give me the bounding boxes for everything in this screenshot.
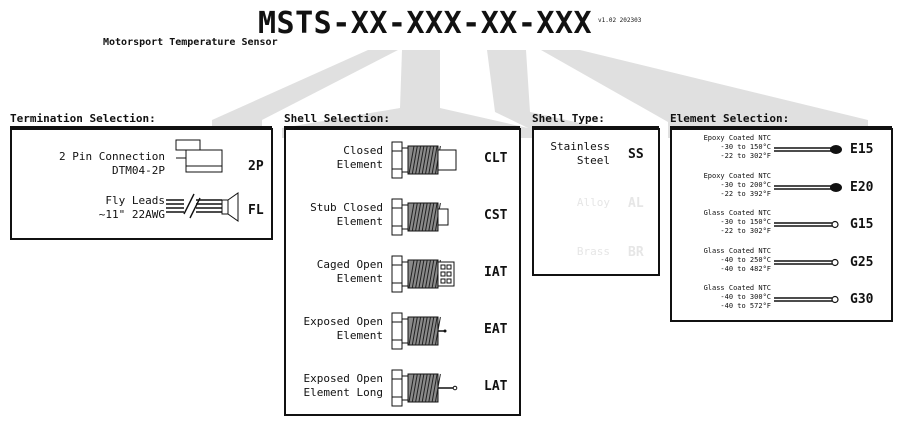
shell-type-panel: Stainless Steel SS Alloy AL Brass BR xyxy=(532,128,660,276)
version-label: v1.02 202303 xyxy=(598,17,642,24)
fan-element xyxy=(541,50,868,138)
shell-type-br-label: Brass xyxy=(576,245,610,258)
shell-option-line1: Caged Open xyxy=(316,258,383,271)
element-code-g25[interactable]: G25 xyxy=(850,254,874,270)
glass-probe-icon xyxy=(774,220,839,229)
element-option-label: Epoxy Coated NTC-30 to 150°C-22 to 302°F xyxy=(704,134,771,161)
element-code-g30[interactable]: G30 xyxy=(850,292,874,307)
shell-option-line2: Element xyxy=(336,158,383,171)
termination-option-fl-label: Fly Leads ~11" 22AWG xyxy=(99,194,165,222)
shell-caged-icon xyxy=(391,255,455,293)
termination-fl-line1: Fly Leads xyxy=(105,194,165,207)
shell-option-line1: Exposed Open xyxy=(303,372,383,385)
shell-option-line2: Element xyxy=(336,215,383,228)
element-option-label: Glass Coated NTC-40 to 250°C-40 to 482°F xyxy=(704,247,771,274)
element-option-line1: Epoxy Coated NTC xyxy=(703,134,771,142)
shell-option-line2: Element xyxy=(336,329,383,342)
shell-type-ss-label: Stainless Steel xyxy=(550,140,610,168)
element-option-label: Epoxy Coated NTC-30 to 200°C-22 to 392°F xyxy=(704,172,771,199)
element-code-g15[interactable]: G15 xyxy=(850,217,874,232)
element-option-line3: -22 to 302°F xyxy=(720,227,771,235)
element-option-label: Glass Coated NTC-30 to 150°C-22 to 302°F xyxy=(704,209,771,236)
shell-closed-icon xyxy=(391,141,457,179)
epoxy-probe-icon xyxy=(774,145,842,154)
shell-type-ss-line2: Steel xyxy=(576,154,610,167)
element-option-line1: Glass Coated NTC xyxy=(703,246,771,255)
element-option-line2: -40 to 250°C xyxy=(720,255,771,264)
element-option-line2: -40 to 300°C xyxy=(720,293,771,301)
element-code-e20[interactable]: E20 xyxy=(850,179,874,195)
shell-option-line2: Element Long xyxy=(303,386,383,399)
element-code-e15[interactable]: E15 xyxy=(850,142,874,157)
epoxy-probe-icon xyxy=(774,182,842,192)
termination-2p-line1: 2 Pin Connection xyxy=(59,150,165,163)
termination-option-2p-label: 2 Pin Connection DTM04-2P xyxy=(59,150,165,178)
shell-option-line1: Stub Closed xyxy=(310,201,383,214)
shell-type-underline xyxy=(532,126,659,128)
connector-2pin-icon xyxy=(175,139,223,173)
shell-underline xyxy=(284,126,520,128)
shell-code-eat[interactable]: EAT xyxy=(484,322,508,337)
termination-code-fl[interactable]: FL xyxy=(248,203,264,218)
fan-shell-type xyxy=(487,50,612,138)
shell-code-clt[interactable]: CLT xyxy=(484,151,508,166)
shell-type-code-al: AL xyxy=(628,196,644,211)
shell-option-line2: Element xyxy=(336,272,383,285)
fan-termination xyxy=(212,50,398,138)
shell-code-cst[interactable]: CST xyxy=(484,208,508,223)
fan-shell xyxy=(282,50,528,138)
element-option-line1: Epoxy Coated NTC xyxy=(703,171,771,180)
termination-panel: 2 Pin Connection DTM04-2P 2P Fly Leads ~… xyxy=(10,128,273,240)
termination-code-2p[interactable]: 2P xyxy=(248,159,264,174)
shell-type-code-ss[interactable]: SS xyxy=(628,147,644,162)
element-panel: Epoxy Coated NTC-30 to 150°C-22 to 302°F… xyxy=(670,128,893,322)
shell-type-code-br: BR xyxy=(628,245,644,260)
fly-leads-icon xyxy=(166,192,239,222)
shell-code-lat[interactable]: LAT xyxy=(484,379,508,394)
element-option-line3: -22 to 302°F xyxy=(720,152,771,160)
glass-probe-icon xyxy=(774,295,839,304)
element-option-line2: -30 to 150°C xyxy=(720,143,771,151)
element-option-line2: -30 to 150°C xyxy=(720,218,771,226)
termination-fl-line2: ~11" 22AWG xyxy=(98,208,165,221)
termination-section-title: Termination Selection: xyxy=(10,112,156,125)
element-option-line2: -30 to 200°C xyxy=(720,180,771,189)
part-number-title: MSTS-XX-XXX-XX-XXX xyxy=(258,6,593,41)
element-section-title: Element Selection: xyxy=(670,112,790,125)
element-option-label: Glass Coated NTC-40 to 300°C-40 to 572°F xyxy=(704,284,771,311)
element-option-line3: -40 to 482°F xyxy=(720,264,771,273)
shell-code-iat[interactable]: IAT xyxy=(484,265,508,280)
termination-2p-line2: DTM04-2P xyxy=(112,164,165,177)
glass-probe-icon xyxy=(774,258,839,266)
element-option-line1: Glass Coated NTC xyxy=(703,209,771,217)
termination-underline xyxy=(10,126,272,128)
element-option-line3: -22 to 392°F xyxy=(720,189,771,198)
shell-option-line1: Exposed Open xyxy=(303,315,383,328)
shell-stub-icon xyxy=(391,198,449,236)
subtitle: Motorsport Temperature Sensor xyxy=(103,37,278,48)
shell-long-icon xyxy=(391,369,458,407)
shell-type-section-title: Shell Type: xyxy=(532,112,605,125)
shell-type-ss-line1: Stainless xyxy=(550,140,610,153)
element-option-line1: Glass Coated NTC xyxy=(703,284,771,292)
shell-section-title: Shell Selection: xyxy=(284,112,390,125)
element-underline xyxy=(670,126,892,128)
element-option-line3: -40 to 572°F xyxy=(720,302,771,310)
shell-exposed-icon xyxy=(391,312,447,350)
shell-type-al-label: Alloy xyxy=(576,196,610,209)
shell-option-line1: Closed xyxy=(343,144,383,157)
